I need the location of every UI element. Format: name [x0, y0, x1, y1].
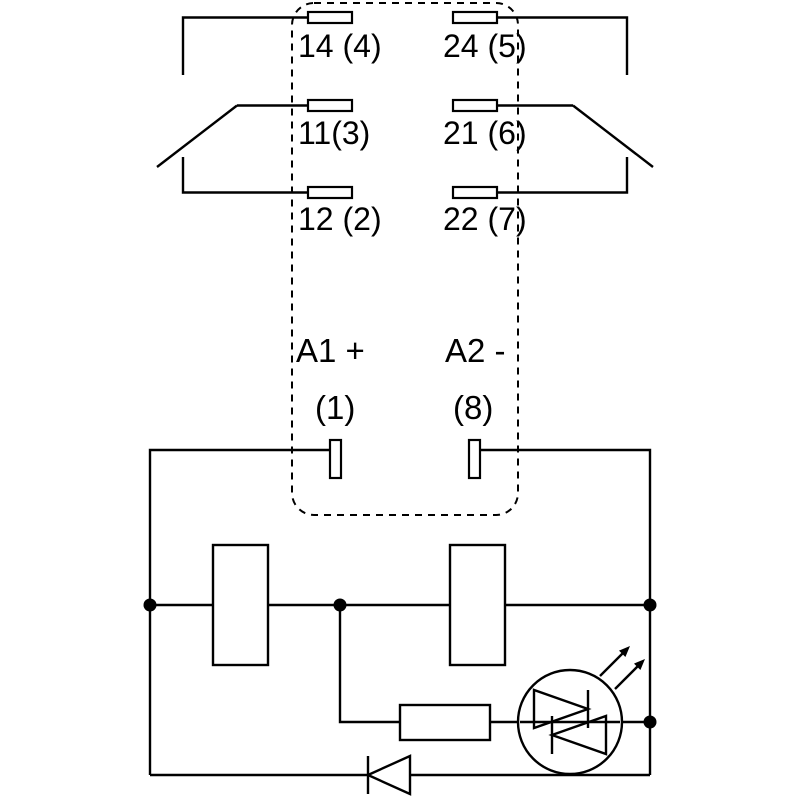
pin-22 — [451, 185, 499, 200]
pin-21 — [451, 98, 499, 113]
coil-block-right — [448, 543, 507, 667]
label-terminal-24: 24 (5) — [443, 28, 527, 64]
pin-24 — [451, 10, 499, 25]
coil-pin-a1 — [328, 438, 343, 480]
led-indicator — [516, 646, 645, 776]
label-terminal-12: 12 (2) — [298, 201, 382, 237]
junction-dot — [333, 598, 347, 612]
wire-right-rail — [480, 448, 652, 775]
changeover-contact-right — [497, 16, 654, 194]
label-terminal-14: 14 (4) — [298, 28, 382, 64]
label-coil-a2: A2 - — [445, 332, 506, 369]
series-resistor — [398, 703, 492, 742]
wire-no-24 — [497, 16, 629, 75]
changeover-contact-left — [156, 16, 308, 194]
coil-pin-a2 — [467, 438, 482, 480]
emission-arrow-2 — [614, 664, 640, 690]
label-terminal-21: 21 (6) — [443, 115, 527, 151]
contact-blade-right — [572, 104, 654, 168]
emission-arrowhead-1 — [619, 646, 630, 657]
junction-dot — [643, 715, 657, 729]
diode-triangle — [365, 754, 412, 796]
pin-11 — [306, 98, 354, 113]
contact-terminal-pins — [306, 10, 499, 200]
wire-nc-22 — [497, 157, 629, 194]
label-terminal-22: 22 (7) — [443, 201, 527, 237]
label-coil-pin8: (8) — [453, 389, 493, 426]
wire-no-14 — [181, 16, 308, 75]
wire-nc-12 — [181, 157, 308, 194]
led-diode-left — [548, 714, 608, 756]
light-emission-arrows — [599, 646, 645, 690]
contact-blade-left — [156, 104, 238, 168]
pin-12 — [306, 185, 354, 200]
emission-arrowhead-2 — [634, 659, 645, 670]
led-diode-right — [532, 688, 592, 730]
emission-arrow-1 — [599, 651, 625, 677]
wire-left-rail — [148, 448, 330, 775]
pin-14 — [306, 10, 354, 25]
junction-dot — [643, 598, 657, 612]
wire-led-branch — [338, 605, 400, 724]
labels: 14 (4) 24 (5) 11(3) 21 (6) 12 (2) 22 (7)… — [296, 28, 527, 426]
coil-terminal-pins — [328, 438, 482, 480]
label-coil-pin1: (1) — [315, 389, 355, 426]
junction-dot — [143, 598, 157, 612]
coil-block-left — [211, 543, 270, 667]
label-coil-a1: A1 + — [296, 332, 365, 369]
freewheeling-diode — [365, 754, 412, 796]
relay-dashed-outline — [291, 2, 519, 516]
external-circuit — [143, 448, 657, 796]
label-terminal-11: 11(3) — [298, 115, 370, 151]
